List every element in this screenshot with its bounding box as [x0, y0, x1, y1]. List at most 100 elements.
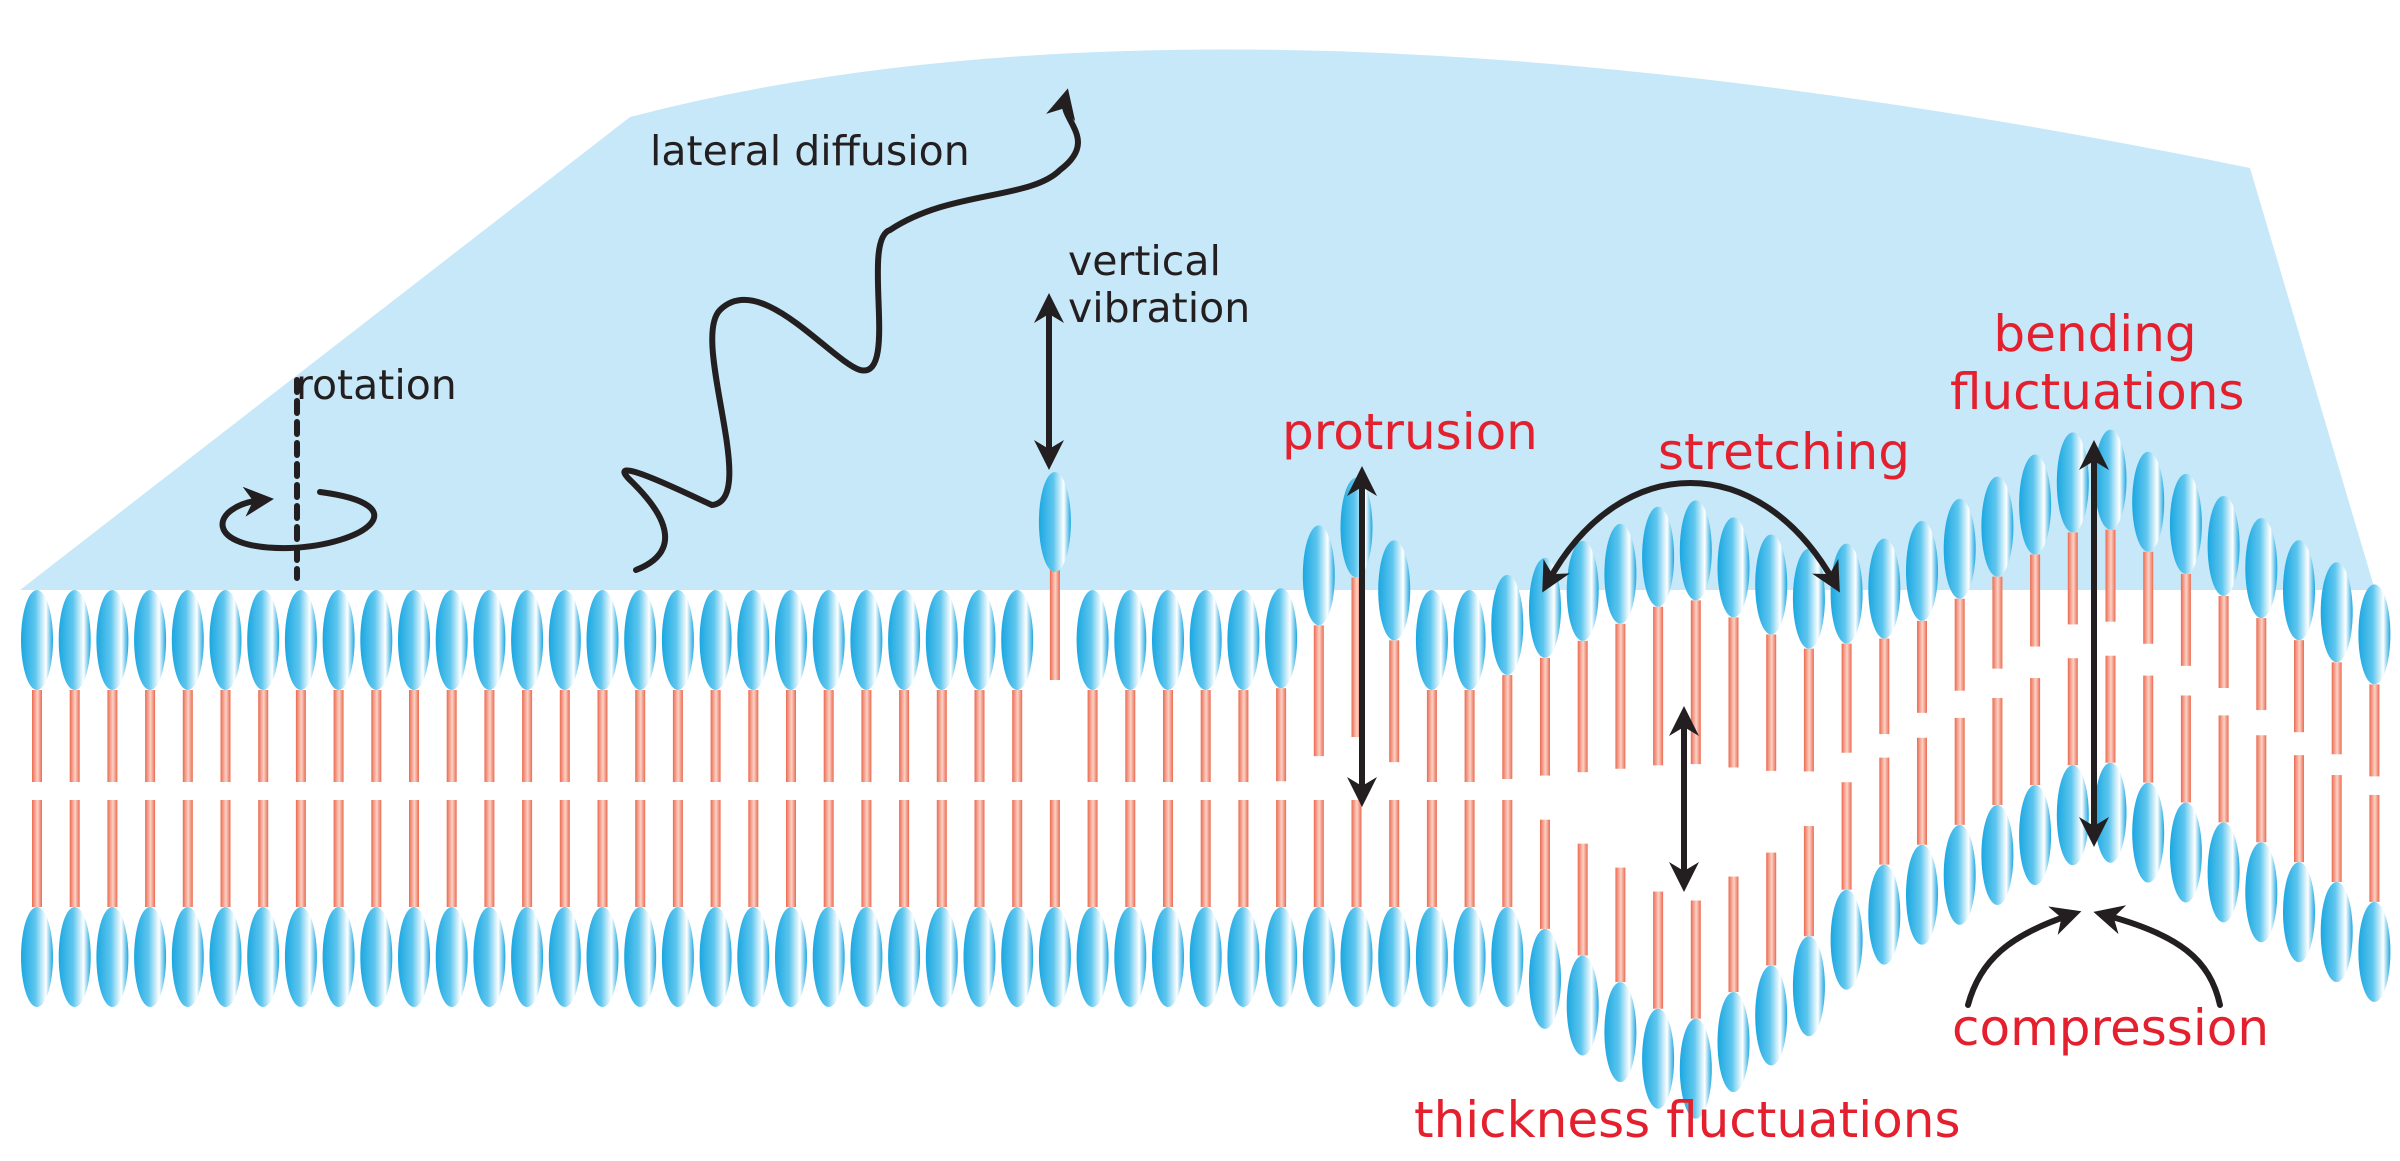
- bending-fluctuations-label: bending fluctuations: [1950, 305, 2245, 421]
- lipid-tail: [2067, 532, 2078, 625]
- lipid-tail: [861, 690, 872, 782]
- lipid-head: [548, 590, 581, 690]
- lipid-tail: [823, 800, 834, 907]
- lipid-tail: [107, 800, 118, 907]
- lipid-head: [1642, 1008, 1675, 1109]
- lipid-head: [21, 590, 53, 690]
- lipid-head: [2132, 782, 2165, 883]
- lipid-tail: [371, 690, 382, 782]
- lipid-tail: [2256, 618, 2267, 711]
- lipid-tail: [522, 690, 533, 782]
- lipid-tail: [69, 800, 80, 907]
- lipid-head: [548, 907, 581, 1007]
- lipid-tail: [861, 800, 872, 907]
- lipid-head: [2094, 762, 2127, 863]
- lipid-head: [2207, 822, 2240, 923]
- lipid-head: [435, 590, 468, 690]
- lipid-tail: [1690, 900, 1701, 1019]
- lipid-tail: [635, 690, 646, 782]
- lipid-tail: [484, 800, 495, 907]
- lipid-head: [96, 590, 129, 690]
- lipid-head: [1076, 590, 1109, 690]
- lipid-tail: [1049, 570, 1060, 680]
- lipid-tail: [2331, 662, 2342, 755]
- lipid-tail: [1690, 600, 1701, 765]
- water-region: [20, 49, 2375, 590]
- lipid-tail: [2105, 529, 2116, 622]
- lipid-head: [247, 590, 280, 690]
- lipid-head: [1415, 590, 1448, 690]
- lipid-head: [1566, 955, 1599, 1056]
- lipid-head: [925, 907, 958, 1007]
- lipid-head: [473, 590, 506, 690]
- lipid-head: [1981, 476, 2014, 577]
- lipid-tail: [1540, 657, 1550, 776]
- lipid-head: [21, 907, 53, 1007]
- lipid-tail: [1049, 800, 1060, 907]
- lipid-tail: [748, 800, 759, 907]
- lipid-tail: [1351, 800, 1362, 907]
- lipid-tail: [1087, 690, 1098, 782]
- lipid-head: [1227, 590, 1260, 690]
- compression-arrow-right: [2093, 905, 2223, 1008]
- lipid-tail: [1615, 623, 1626, 769]
- rotation-arrow: [219, 486, 378, 552]
- lipid-head: [247, 907, 280, 1007]
- lipid-head: [1792, 936, 1825, 1037]
- lipid-head: [1378, 907, 1411, 1007]
- lipid-head: [812, 590, 845, 690]
- lipid-head: [398, 907, 430, 1007]
- lipid-tail: [145, 690, 156, 782]
- lipid-tail: [2218, 595, 2229, 688]
- lipid-tail: [522, 800, 533, 907]
- lipid-head: [2320, 882, 2353, 983]
- lipid-tail: [1615, 867, 1626, 983]
- lipid-head: [699, 590, 732, 690]
- lipid-head: [1302, 907, 1335, 1007]
- lipid-tail: [2294, 640, 2304, 733]
- lipid-head: [511, 907, 544, 1007]
- lipid-tail: [1125, 690, 1136, 782]
- lipid-tail: [899, 800, 910, 907]
- lipid-tail: [1728, 876, 1739, 993]
- lipid-tail: [1917, 737, 1927, 845]
- protrusion-label: protrusion: [1282, 403, 1538, 461]
- lipid-head: [473, 907, 506, 1007]
- lipid-head: [2094, 429, 2127, 530]
- bending-fluctuations-label-text: bending fluctuations: [1950, 305, 2245, 421]
- lipid-head: [2358, 901, 2391, 1002]
- lipid-tail: [1954, 598, 1965, 691]
- lipid-head: [284, 907, 317, 1007]
- lipid-tail: [1426, 800, 1437, 907]
- lipid-tail: [1992, 697, 2003, 805]
- lipid-head: [2245, 842, 2278, 943]
- vertical-vibration-label: vertical vibration: [1068, 237, 1250, 332]
- lipid-tail: [1540, 819, 1550, 929]
- lipid-head: [661, 907, 694, 1007]
- lipid-head: [1642, 506, 1675, 607]
- lipid-head: [1340, 477, 1373, 578]
- lipid-head: [586, 590, 619, 690]
- compression-label: compression: [1952, 999, 2270, 1057]
- lipid-head: [586, 907, 619, 1007]
- lateral-diffusion-path: [621, 88, 1081, 573]
- lipid-tail: [1200, 800, 1211, 907]
- lipid-tail: [2143, 675, 2154, 783]
- lipid-head: [2132, 451, 2165, 552]
- lipid-tails: [32, 529, 2380, 1019]
- lipid-tail: [1803, 826, 1814, 937]
- lipid-tail: [597, 690, 608, 782]
- rotation-label: rotation: [296, 361, 457, 409]
- lipid-tail: [1163, 690, 1173, 782]
- lipid-head: [1906, 844, 1938, 945]
- lipid-head: [737, 907, 770, 1007]
- lipid-head: [322, 907, 355, 1007]
- stretching-label: stretching: [1658, 423, 1910, 481]
- lipid-tail: [1426, 690, 1437, 782]
- lipid-head: [1001, 590, 1034, 690]
- lipid-head: [134, 590, 167, 690]
- lateral-diffusion-label: lateral diffusion: [650, 127, 970, 175]
- lipid-head: [1604, 982, 1637, 1083]
- lipid-head: [1114, 590, 1147, 690]
- lipid-head: [1076, 907, 1109, 1007]
